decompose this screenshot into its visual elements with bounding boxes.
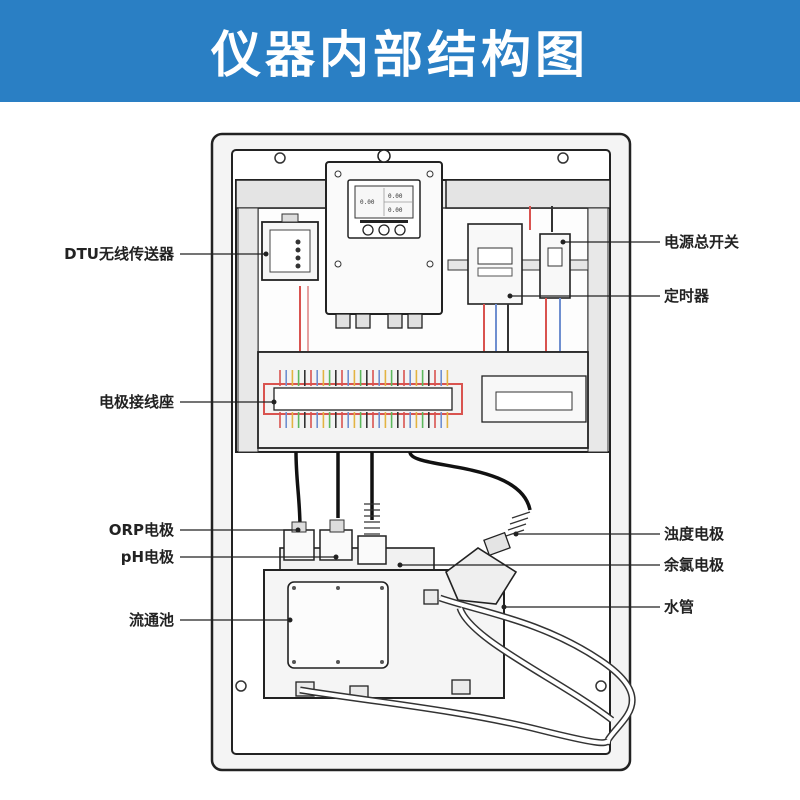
cable-glands bbox=[335, 313, 423, 329]
turbidity-sensor bbox=[445, 547, 518, 605]
label-ph-electrode: pH电极 bbox=[120, 548, 174, 566]
controller-unit: 0.00 0.00 0.00 bbox=[325, 149, 443, 329]
leader-dots bbox=[263, 239, 566, 623]
flow-cell-assembly bbox=[263, 519, 518, 701]
label-terminal-block: 电极接线座 bbox=[98, 393, 174, 411]
title-banner: 仪器内部结构图 bbox=[0, 0, 800, 102]
label-orp-electrode: ORP电极 bbox=[108, 521, 174, 539]
controller-buttons bbox=[362, 224, 406, 236]
label-turbidity-electrode: 浊度电极 bbox=[664, 525, 725, 543]
dtu-box bbox=[261, 213, 319, 281]
screen-value-3: 0.00 bbox=[388, 207, 403, 214]
label-water-pipe: 水管 bbox=[664, 598, 695, 616]
chlorine-electrode-body bbox=[357, 535, 387, 565]
screen-value-2: 0.00 bbox=[388, 193, 403, 200]
label-timer: 定时器 bbox=[664, 287, 710, 305]
cable-springs bbox=[364, 503, 531, 537]
label-dtu: DTU无线传送器 bbox=[64, 245, 174, 263]
corner-screws bbox=[235, 152, 607, 692]
orp-electrode-body bbox=[283, 529, 315, 561]
label-power-switch: 电源总开关 bbox=[664, 233, 740, 251]
din-rail-components bbox=[447, 206, 589, 305]
flow-cell-cover bbox=[287, 581, 389, 669]
wires bbox=[299, 286, 561, 352]
cabinet-diagram: 0.00 0.00 0.00 bbox=[180, 132, 660, 772]
label-flow-cell: 流通池 bbox=[128, 611, 174, 629]
label-chlorine-electrode: 余氯电极 bbox=[664, 556, 725, 574]
screen-value-1: 0.00 bbox=[360, 199, 375, 206]
terminal-block-highlight bbox=[263, 383, 463, 415]
page-title: 仪器内部结构图 bbox=[211, 26, 589, 84]
terminal-block bbox=[273, 387, 453, 411]
power-switch-device bbox=[539, 233, 571, 299]
sensor-cables bbox=[294, 451, 532, 529]
leader-lines bbox=[180, 241, 660, 621]
